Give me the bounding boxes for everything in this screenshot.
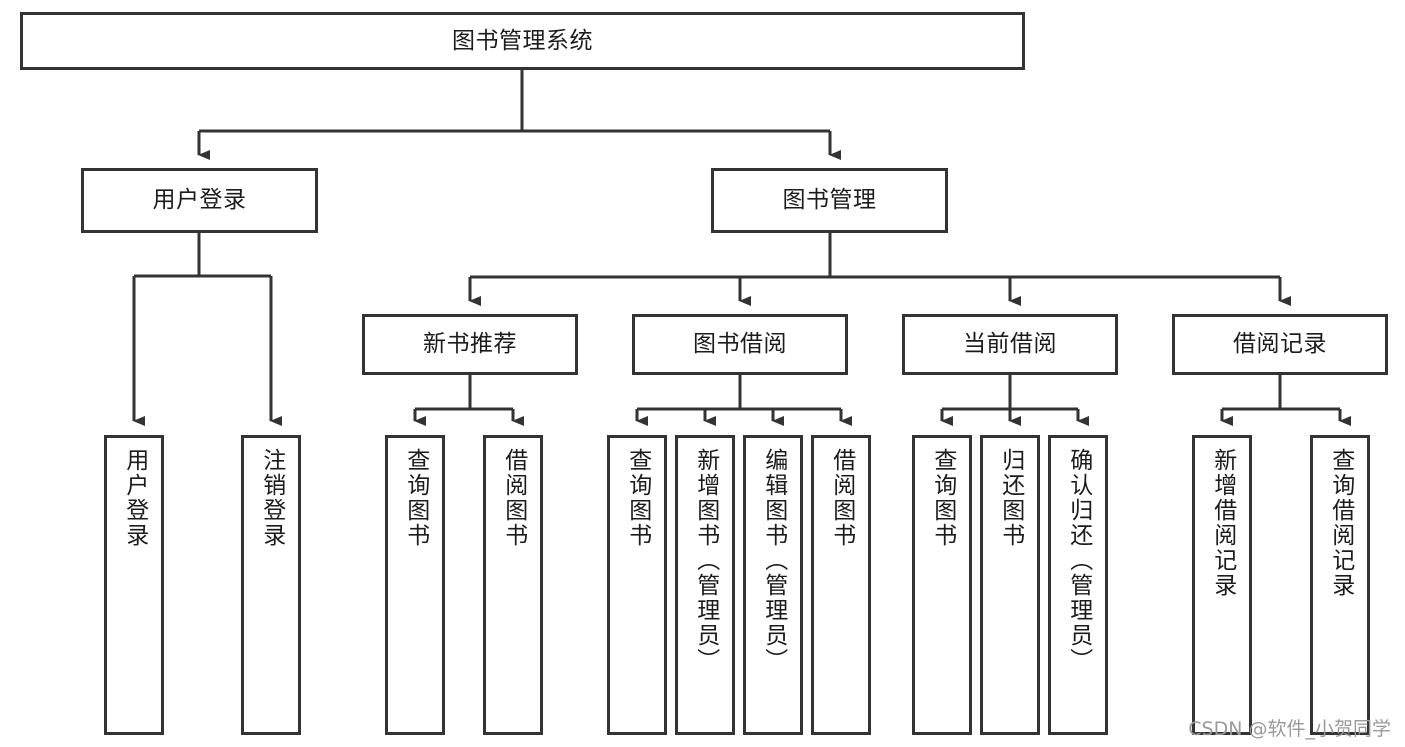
leaf-record-add-record[interactable]: 新增借阅记录 xyxy=(1192,435,1252,735)
node-book-management[interactable]: 图书管理 xyxy=(711,168,948,233)
node-borrow-record[interactable]: 借阅记录 xyxy=(1172,314,1388,375)
node-root[interactable]: 图书管理系统 xyxy=(20,12,1025,70)
node-book-borrow[interactable]: 图书借阅 xyxy=(632,314,848,375)
leaf-recommend-query-book[interactable]: 查询图书 xyxy=(385,435,445,735)
leaf-label: 查询图书 xyxy=(402,448,429,548)
leaf-label: 查询图书 xyxy=(929,448,956,548)
leaf-borrow-edit-book[interactable]: 编辑图书（管理员） xyxy=(743,435,803,735)
leaf-borrow-add-book[interactable]: 新增图书（管理员） xyxy=(675,435,735,735)
leaf-label: 新增借阅记录 xyxy=(1209,448,1236,598)
node-new-book-recommend-label: 新书推荐 xyxy=(423,331,517,357)
leaf-recommend-borrow-book[interactable]: 借阅图书 xyxy=(483,435,543,735)
node-current-borrow-label: 当前借阅 xyxy=(963,331,1057,357)
leaf-borrow-query-book[interactable]: 查询图书 xyxy=(607,435,667,735)
leaf-current-query-book[interactable]: 查询图书 xyxy=(912,435,972,735)
node-current-borrow[interactable]: 当前借阅 xyxy=(902,314,1118,375)
node-user-login[interactable]: 用户登录 xyxy=(81,168,318,233)
node-borrow-record-label: 借阅记录 xyxy=(1233,331,1327,357)
node-user-login-label: 用户登录 xyxy=(152,187,247,213)
leaf-current-return-book[interactable]: 归还图书 xyxy=(980,435,1040,735)
leaf-label: 借阅图书 xyxy=(500,448,527,548)
leaf-label: 注销登录 xyxy=(258,448,285,548)
watermark: CSDN @软件_小贺同学 xyxy=(1188,718,1391,740)
leaf-label: 查询图书 xyxy=(624,448,651,548)
leaf-label: 编辑图书（管理员） xyxy=(760,448,787,673)
node-book-management-label: 图书管理 xyxy=(782,187,877,213)
leaf-label: 用户登录 xyxy=(121,448,148,548)
leaf-user-login-logout[interactable]: 注销登录 xyxy=(241,435,301,735)
node-root-label: 图书管理系统 xyxy=(452,27,593,54)
node-new-book-recommend[interactable]: 新书推荐 xyxy=(362,314,578,375)
leaf-label: 确认归还（管理员） xyxy=(1065,448,1092,673)
leaf-label: 新增图书（管理员） xyxy=(692,448,719,673)
node-book-borrow-label: 图书借阅 xyxy=(693,331,787,357)
leaf-borrow-borrow-book[interactable]: 借阅图书 xyxy=(811,435,871,735)
leaf-label: 借阅图书 xyxy=(828,448,855,548)
leaf-record-query-record[interactable]: 查询借阅记录 xyxy=(1310,435,1370,735)
leaf-label: 归还图书 xyxy=(997,448,1024,548)
leaf-user-login-login[interactable]: 用户登录 xyxy=(104,435,164,735)
leaf-current-confirm-return[interactable]: 确认归还（管理员） xyxy=(1048,435,1108,735)
leaf-label: 查询借阅记录 xyxy=(1327,448,1354,598)
